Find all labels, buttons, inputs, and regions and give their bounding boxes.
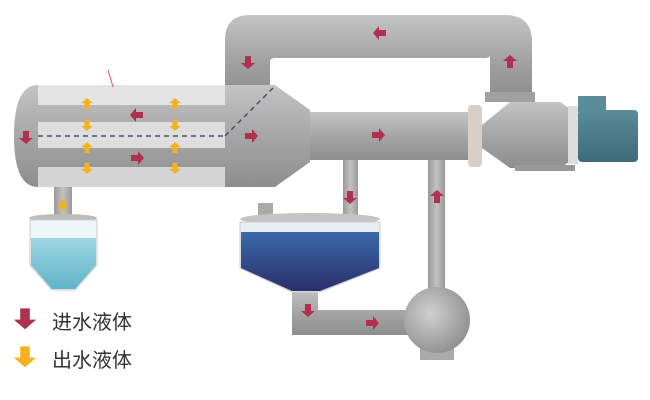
inlet-flow-arrow: [503, 55, 517, 68]
inlet-flow-arrow: [301, 304, 315, 317]
legend-outlet-arrow-icon: [13, 346, 37, 368]
outlet-flow-arrow: [81, 98, 93, 110]
inlet-flow-arrow: [245, 129, 258, 143]
inlet-flow-arrow: [430, 190, 444, 203]
outlet-flow-arrow: [81, 162, 93, 174]
inlet-flow-arrow: [131, 151, 144, 165]
tank-outlet-pipe: [292, 288, 420, 335]
inlet-flow-arrow: [343, 191, 357, 204]
outlet-flow-arrow: [81, 142, 93, 154]
return-loop-pipe: [225, 15, 532, 95]
outlet-flow-arrow: [169, 98, 181, 110]
main-pipe: [300, 112, 475, 160]
circulation-pump: [404, 287, 470, 353]
inlet-flow-arrow: [372, 128, 385, 142]
flow-arrows: [13, 26, 517, 368]
legend-label-inlet: 进水液体: [52, 310, 132, 334]
inlet-flow-arrow: [366, 316, 379, 330]
outlet-flow-arrow: [169, 119, 181, 131]
outlet-flow-arrow: [169, 142, 181, 154]
outlet-flow-arrow: [57, 199, 69, 211]
legend-label-outlet: 出水液体: [52, 348, 132, 372]
legend-item-inlet: 进水液体: [52, 306, 132, 335]
pipe-flange: [468, 105, 482, 167]
inlet-flow-arrow: [19, 131, 33, 144]
main-pump: [482, 102, 575, 168]
outlet-flow-arrow: [81, 119, 93, 131]
inlet-flow-arrow: [373, 26, 386, 40]
motor: [578, 110, 638, 162]
riser-pipe: [428, 160, 445, 300]
outlet-flow-arrow: [169, 162, 181, 174]
legend-item-outlet: 出水液体: [52, 344, 132, 373]
inlet-flow-arrow: [130, 108, 143, 122]
drop-pipe: [343, 160, 358, 215]
inlet-flow-arrow: [241, 56, 255, 69]
legend-inlet-arrow-icon: [13, 308, 37, 330]
